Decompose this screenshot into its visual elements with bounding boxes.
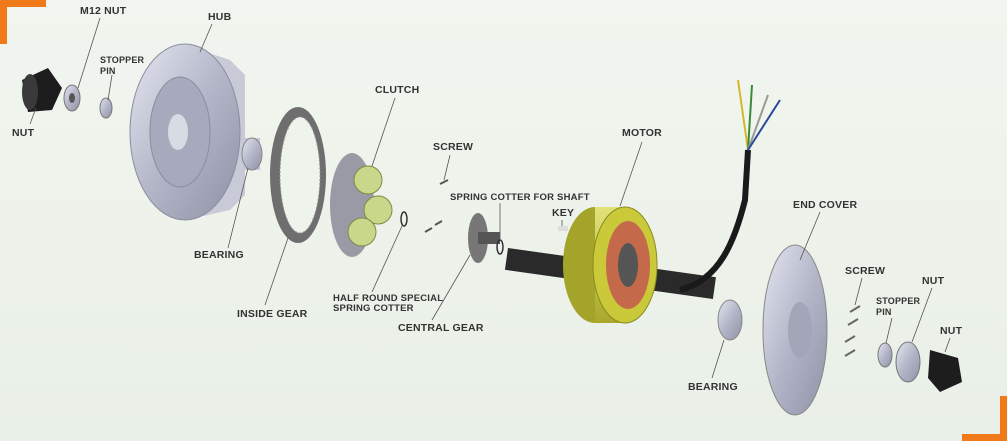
stopper-pin-right-part — [877, 342, 893, 368]
label-line: HALF ROUND SPECIAL — [333, 293, 444, 304]
bearing-left-part — [241, 137, 263, 171]
label-line: PIN — [100, 66, 116, 76]
central-gear-part — [468, 213, 500, 263]
label-central-gear: CENTRAL GEAR — [398, 322, 484, 334]
label-clutch: CLUTCH — [375, 84, 420, 96]
nut-left-part — [22, 68, 62, 112]
nut-right-part-1 — [895, 341, 921, 383]
label-line: STOPPER — [876, 296, 921, 306]
label-nut-right-top: NUT — [922, 275, 945, 287]
label-nut-left: NUT — [12, 127, 35, 139]
screws-center — [424, 179, 449, 233]
corner-bracket-bottom-right — [962, 396, 1007, 441]
label-bearing-right: BEARING — [688, 381, 738, 393]
label-nut-right-bottom: NUT — [940, 325, 963, 337]
label-hub: HUB — [208, 11, 232, 23]
label-stopper-pin-left: STOPPER PIN — [100, 55, 144, 77]
leader-lines — [29, 17, 951, 379]
bearing-right-part — [717, 299, 743, 341]
label-spring-cotter-for-shaft: SPRING COTTER FOR SHAFT — [450, 192, 590, 203]
motor-wires — [737, 79, 781, 151]
label-bearing-left: BEARING — [194, 249, 244, 261]
end-cover-part — [762, 244, 828, 416]
label-half-round-spring-cotter: HALF ROUND SPECIAL SPRING COTTER — [333, 294, 443, 314]
spring-cotter-part — [400, 211, 408, 227]
label-motor: MOTOR — [622, 127, 662, 139]
motor-cable — [679, 149, 751, 293]
label-m12-nut: M12 NUT — [80, 5, 127, 17]
label-stopper-pin-right: STOPPER PIN — [876, 296, 920, 318]
screws-right — [844, 305, 861, 357]
label-line: SPRING COTTER — [333, 303, 414, 314]
motor-part — [504, 206, 716, 324]
hub-part — [129, 43, 245, 221]
m12-nut-part — [63, 84, 81, 112]
label-line: STOPPER — [100, 55, 145, 65]
label-end-cover: END COVER — [793, 199, 858, 211]
label-key: KEY — [552, 207, 575, 219]
corner-bracket-top-left — [0, 0, 46, 44]
nut-right-part-2 — [928, 350, 962, 392]
label-inside-gear: INSIDE GEAR — [237, 308, 308, 320]
clutch-part — [330, 153, 393, 257]
label-line: PIN — [876, 307, 892, 317]
label-screw-right: SCREW — [845, 265, 886, 277]
label-screw-center: SCREW — [433, 141, 474, 153]
inside-gear-part — [270, 107, 326, 243]
stopper-pin-left-part — [99, 97, 113, 119]
